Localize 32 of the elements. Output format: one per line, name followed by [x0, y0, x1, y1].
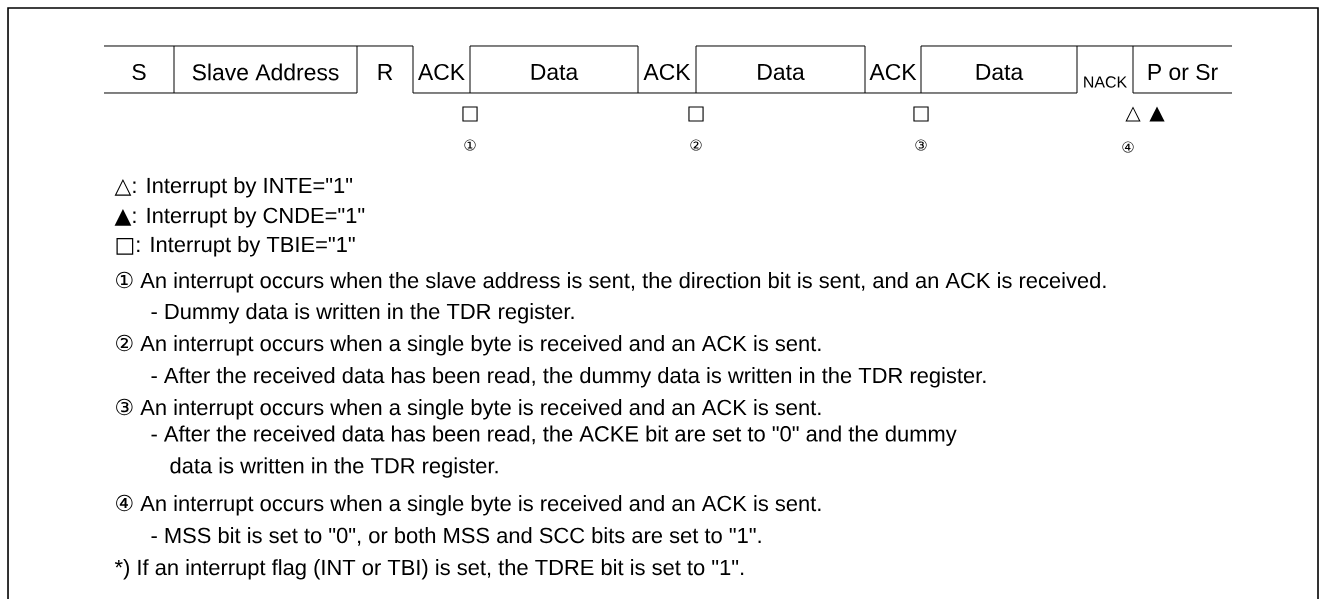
sequence-field: ACK	[864, 63, 922, 94]
note-text: ▲: Interrupt by CNDE="1"	[114, 207, 365, 228]
note-text: *) If an interrupt flag (INT or TBI) is set, the TDRE bit is set to "1".	[114, 559, 744, 580]
sequence-field: Slave Address	[173, 45, 358, 94]
sequence-field: Data	[469, 45, 639, 94]
note-text: - MSS bit is set to "0", or both MSS and SCC bits are set to "1".	[151, 527, 761, 546]
note-text: ③ An interrupt occurs when a single byte is received and an ACK is sent.	[116, 398, 821, 420]
circled-number: ④	[1122, 141, 1134, 153]
triangle-marker: △	[1125, 106, 1141, 122]
note-text: ② An interrupt occurs when a single byte is received and an ACK is sent.	[116, 334, 821, 356]
triangle-marker: ▲	[1149, 106, 1165, 122]
note-text: - After the received data has been read, the dummy data is written in the TDR register.	[151, 367, 986, 388]
note-text: - Dummy data is written in the TDR register.	[151, 303, 574, 324]
square-marker: □	[462, 106, 478, 122]
circled-number: ①	[464, 139, 476, 151]
sequence-field: R	[356, 45, 414, 94]
sequence-field: Data	[695, 45, 866, 94]
note-text: ④ An interrupt occurs when a single byte is received and an ACK is sent.	[116, 494, 821, 516]
circled-number: ②	[690, 139, 702, 151]
sequence-field: P or Sr	[1132, 45, 1233, 94]
note-text: △: Interrupt by INTE="1"	[114, 177, 353, 198]
note-text: ① An interrupt occurs when the slave address is sent, the direction bit is sent, and an ACK is received.	[116, 271, 1106, 293]
square-marker: □	[913, 106, 929, 122]
sequence-field: S	[103, 45, 175, 94]
note-text: - After the received data has been read, the ACKE bit are set to "0" and the dummy data is written in the TDR register.	[151, 425, 957, 478]
sequence-field: ACK	[412, 63, 471, 94]
note-text: □: Interrupt by TBIE="1"	[116, 236, 355, 257]
circled-number: ③	[915, 139, 927, 151]
sequence-field: Data	[920, 45, 1078, 94]
square-marker: □	[688, 106, 704, 122]
sequence-field: ACK	[637, 63, 697, 94]
sequence-field: NACK	[1076, 45, 1134, 88]
